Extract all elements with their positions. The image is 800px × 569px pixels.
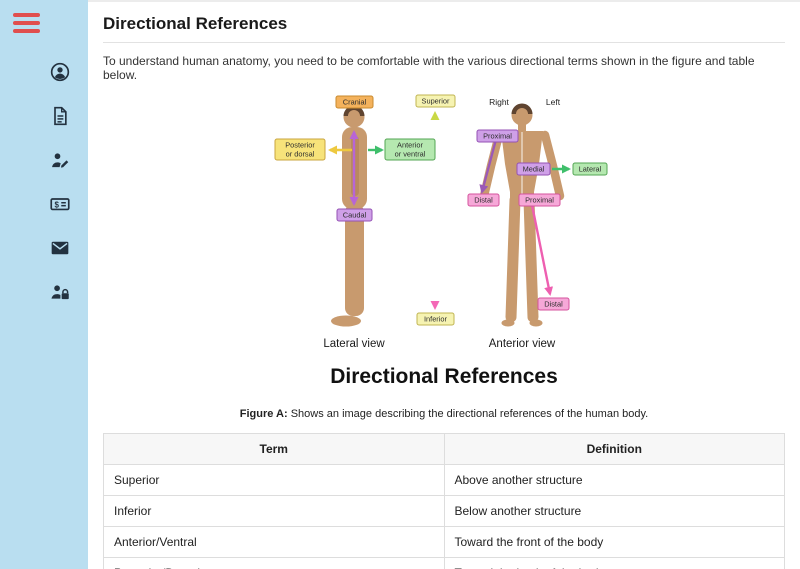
figure-caption-text: Shows an image describing the directiona… [287, 408, 649, 420]
svg-text:Cranial: Cranial [342, 98, 366, 107]
svg-text:$: $ [54, 200, 59, 209]
proximal-leg-label: Proximal [518, 193, 560, 207]
anterior-view-caption: Anterior view [488, 338, 555, 350]
page-title: Directional References [103, 14, 288, 33]
svg-text:Inferior: Inferior [423, 315, 447, 324]
svg-text:Distal: Distal [544, 300, 563, 309]
svg-text:Anterior: Anterior [397, 141, 423, 150]
table-header-term: Term [103, 433, 445, 465]
svg-text:Caudal: Caudal [342, 211, 366, 220]
proximal-arm-label: Proximal [476, 129, 518, 143]
superior-label: Superior [415, 94, 455, 108]
sidebar-nav: $ [50, 62, 70, 302]
table-row: Anterior/Ventral Toward the front of the… [103, 526, 785, 558]
lateral-view-caption: Lateral view [323, 338, 385, 350]
svg-text:Posterior: Posterior [285, 141, 315, 150]
svg-text:Proximal: Proximal [525, 196, 554, 205]
caudal-label: Caudal [336, 208, 372, 222]
table-row: Posterior/Dorsal Toward the back of the … [103, 557, 785, 569]
sidebar: $ [0, 0, 88, 569]
distal-leg-label: Distal [537, 297, 569, 311]
main-content: Directional References To understand hum… [88, 0, 800, 569]
hamburger-menu-icon[interactable] [13, 13, 40, 37]
user-lock-icon[interactable] [50, 282, 70, 302]
user-profile-icon[interactable] [50, 62, 70, 82]
document-icon[interactable] [50, 106, 70, 126]
definition-cell: Below another structure [443, 495, 785, 527]
svg-text:Superior: Superior [421, 97, 449, 106]
definition-cell: Toward the front of the body [443, 526, 785, 558]
svg-text:Medial: Medial [522, 165, 544, 174]
definitions-table: Term Definition Superior Above another s… [103, 433, 785, 569]
svg-text:Distal: Distal [474, 196, 493, 205]
table-row: Superior Above another structure [103, 464, 785, 496]
user-edit-icon[interactable] [50, 150, 70, 170]
figure-caption: Figure A: Shows an image describing the … [103, 408, 785, 420]
inferior-label: Inferior [416, 312, 454, 326]
svg-text:or ventral: or ventral [394, 150, 425, 159]
title-divider [103, 42, 785, 43]
intro-paragraph: To understand human anatomy, you need to… [103, 54, 755, 82]
mail-icon[interactable] [50, 238, 70, 258]
body-figure-image: Cranial Superior Posterior or dorsal Ant… [274, 94, 607, 350]
definition-cell: Above another structure [443, 464, 785, 496]
anterior-label: Anterior or ventral [384, 138, 435, 161]
distal-arm-label: Distal [467, 193, 499, 207]
direction-arrows [327, 111, 571, 310]
term-cell: Inferior [103, 495, 445, 527]
svg-text:Proximal: Proximal [483, 132, 512, 141]
right-label: Right [489, 97, 509, 107]
left-label: Left [545, 97, 560, 107]
table-row: Inferior Below another structure [103, 495, 785, 527]
figure-heading: Directional References [330, 365, 558, 388]
anatomy-figure: Cranial Superior Posterior or dorsal Ant… [103, 94, 785, 357]
svg-text:Lateral: Lateral [578, 165, 601, 174]
cranial-label: Cranial [335, 95, 373, 109]
table-header-row: Term Definition [103, 433, 785, 465]
table-header-definition: Definition [443, 433, 785, 465]
definition-cell: Toward the back of the body [443, 557, 785, 569]
term-cell: Anterior/Ventral [103, 526, 445, 558]
term-cell: Posterior/Dorsal [103, 557, 445, 569]
posterior-label: Posterior or dorsal [274, 138, 325, 161]
term-cell: Superior [103, 464, 445, 496]
medial-label: Medial [516, 162, 550, 176]
svg-text:or dorsal: or dorsal [285, 150, 314, 159]
billing-icon[interactable]: $ [50, 194, 70, 214]
figure-caption-label: Figure A: [239, 408, 288, 420]
lateral-label: Lateral [572, 162, 607, 176]
